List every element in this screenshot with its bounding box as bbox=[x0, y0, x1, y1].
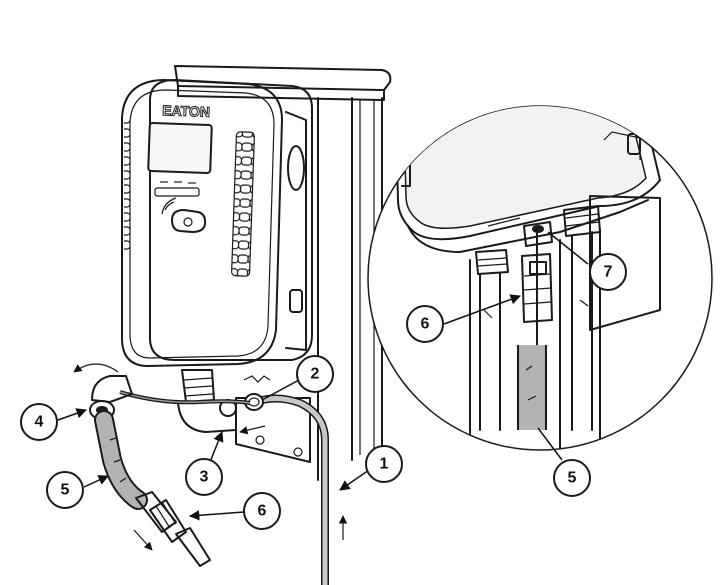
callout-4: 4 bbox=[20, 403, 58, 441]
svg-text:1: 1 bbox=[380, 456, 389, 473]
supply-cable bbox=[258, 394, 329, 585]
callout-5-detail: 5 bbox=[553, 459, 591, 497]
rj45-plug-connector bbox=[135, 491, 211, 567]
callout-2: 2 bbox=[296, 355, 334, 393]
svg-text:6: 6 bbox=[258, 503, 267, 520]
communication-cable bbox=[119, 390, 251, 405]
svg-text:6: 6 bbox=[421, 316, 430, 333]
rotate-arrow bbox=[73, 363, 119, 373]
insert-arrow bbox=[239, 425, 266, 435]
leader-lines bbox=[57, 231, 589, 521]
callout-1: 1 bbox=[365, 445, 403, 483]
rfid-reader-icon bbox=[161, 197, 207, 233]
svg-text:2: 2 bbox=[311, 366, 320, 383]
svg-text:5: 5 bbox=[61, 482, 70, 499]
scribble-lines bbox=[243, 375, 271, 383]
detail-zoom-view bbox=[367, 105, 713, 451]
pull-arrow bbox=[133, 529, 153, 551]
callout-7: 7 bbox=[589, 253, 627, 291]
callout-6-left: 6 bbox=[243, 492, 281, 530]
charger-unit: EATON bbox=[121, 79, 313, 463]
callout-3: 3 bbox=[185, 458, 223, 496]
callout-6-detail: 6 bbox=[406, 305, 444, 343]
svg-text:5: 5 bbox=[568, 470, 577, 487]
svg-text:4: 4 bbox=[35, 414, 44, 431]
callout-5-left: 5 bbox=[46, 471, 84, 509]
brand-logo: EATON bbox=[162, 102, 210, 120]
svg-text:3: 3 bbox=[200, 469, 209, 486]
elbow-cable-gland bbox=[89, 375, 133, 420]
display-screen bbox=[147, 122, 213, 174]
status-leds bbox=[160, 181, 196, 184]
svg-text:7: 7 bbox=[604, 264, 613, 281]
right-vent-grille bbox=[231, 131, 255, 277]
sheathed-cable bbox=[94, 410, 148, 510]
